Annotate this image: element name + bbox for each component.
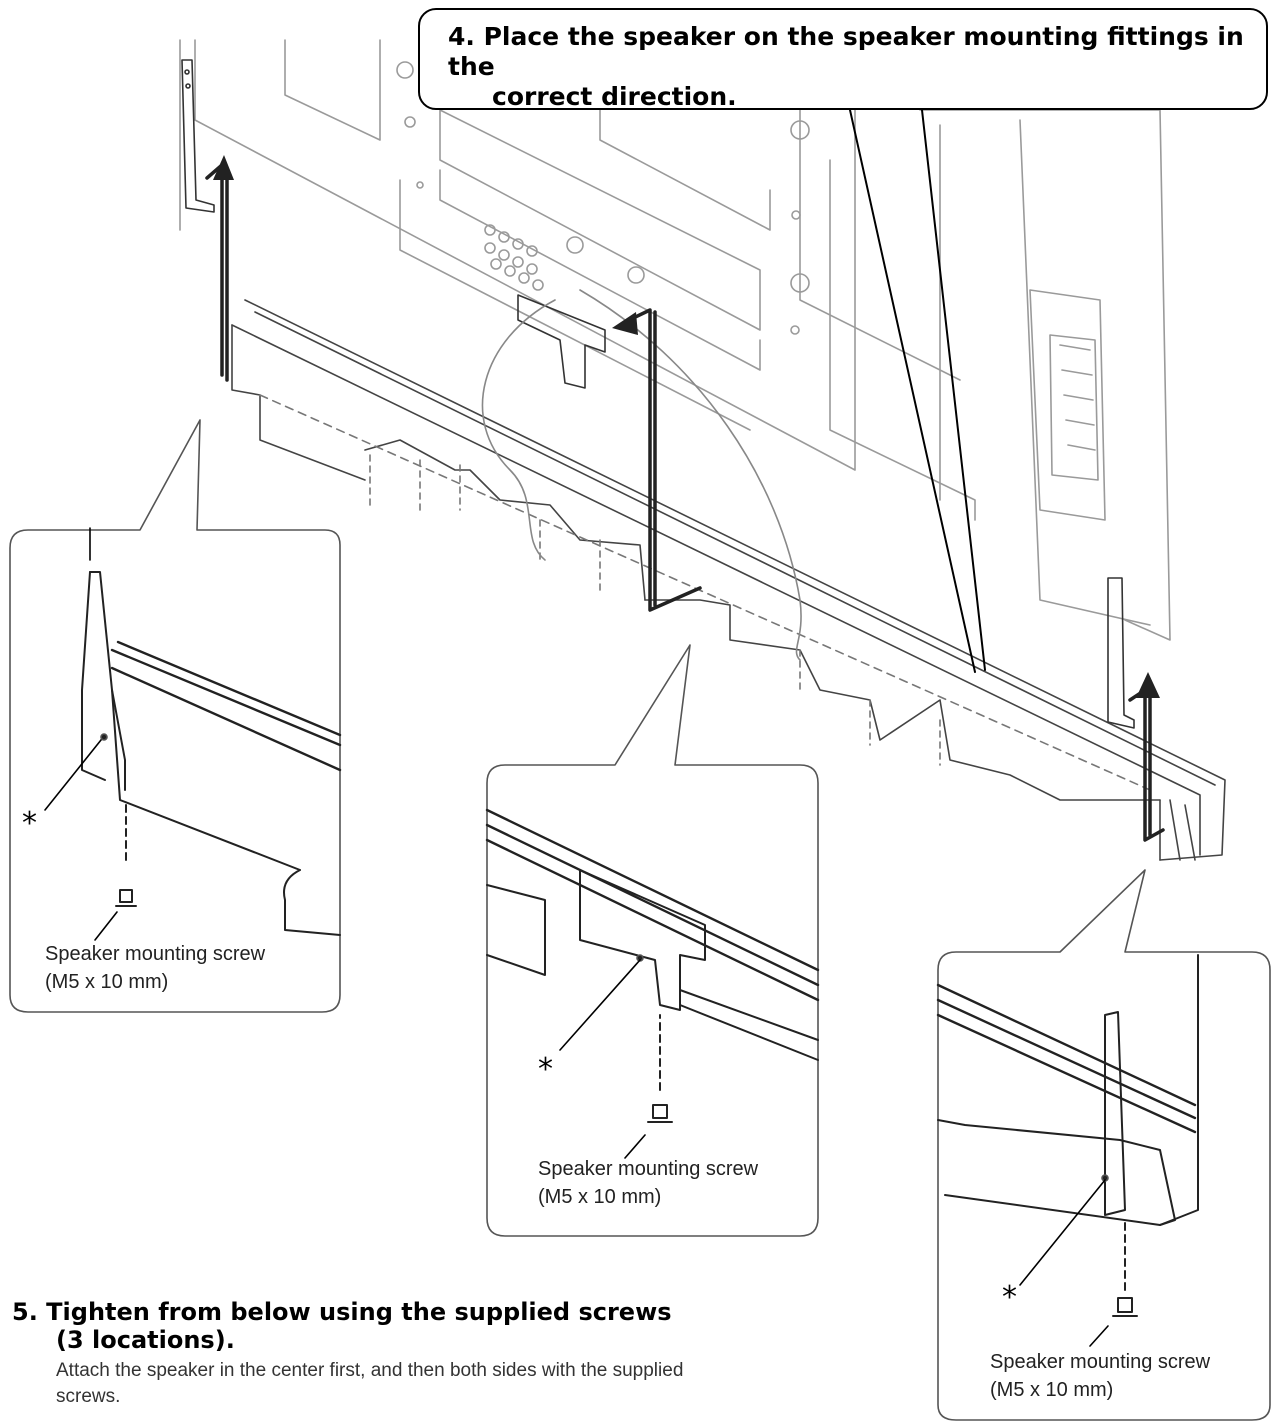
step5-title: 5. Tighten from below using the supplied… (12, 1298, 712, 1354)
speaker-bar (231, 299, 1226, 861)
step5-title-line2: (3 locations). (56, 1326, 235, 1354)
center-mounting-fitting (517, 294, 606, 389)
connector-terminals-icon (484, 224, 544, 291)
left-screw-spec: (M5 x 10 mm) (45, 971, 169, 993)
step5-title-line1: 5. Tighten from below using the supplied… (12, 1298, 672, 1326)
center-screw-name: Speaker mounting screw (538, 1158, 759, 1180)
left-mounting-fitting (181, 59, 215, 213)
step5-instruction: 5. Tighten from below using the supplied… (12, 1298, 712, 1410)
step4-callout-box (418, 8, 1268, 110)
step4-line1: 4. Place the speaker on the speaker moun… (448, 22, 1244, 81)
tv-back-panel (179, 39, 1171, 641)
center-asterisk: * (538, 1052, 553, 1087)
center-screw-spec: (M5 x 10 mm) (538, 1186, 662, 1208)
right-screw-spec: (M5 x 10 mm) (990, 1379, 1114, 1401)
right-screw-name: Speaker mounting screw (990, 1351, 1211, 1373)
callout-left (9, 419, 342, 1013)
step5-body: Attach the speaker in the center first, … (56, 1360, 684, 1407)
center-screw-label: Speaker mounting screw (M5 x 10 mm) (538, 1155, 758, 1211)
left-asterisk: * (22, 806, 37, 841)
callout-right (936, 869, 1271, 1421)
step4-instruction: 4. Place the speaker on the speaker moun… (448, 22, 1258, 112)
left-screw-label: Speaker mounting screw (M5 x 10 mm) (45, 940, 265, 996)
callout-center (485, 644, 820, 1237)
arrow-left-up-icon (205, 163, 229, 382)
step4-line2: correct direction. (492, 82, 737, 111)
speaker-cable (481, 289, 802, 661)
arrow-center-up-icon (623, 308, 702, 612)
left-screw-name: Speaker mounting screw (45, 943, 266, 965)
right-screw-label: Speaker mounting screw (M5 x 10 mm) (990, 1348, 1210, 1404)
right-asterisk: * (1002, 1280, 1017, 1315)
right-mounting-fitting (1107, 577, 1135, 729)
